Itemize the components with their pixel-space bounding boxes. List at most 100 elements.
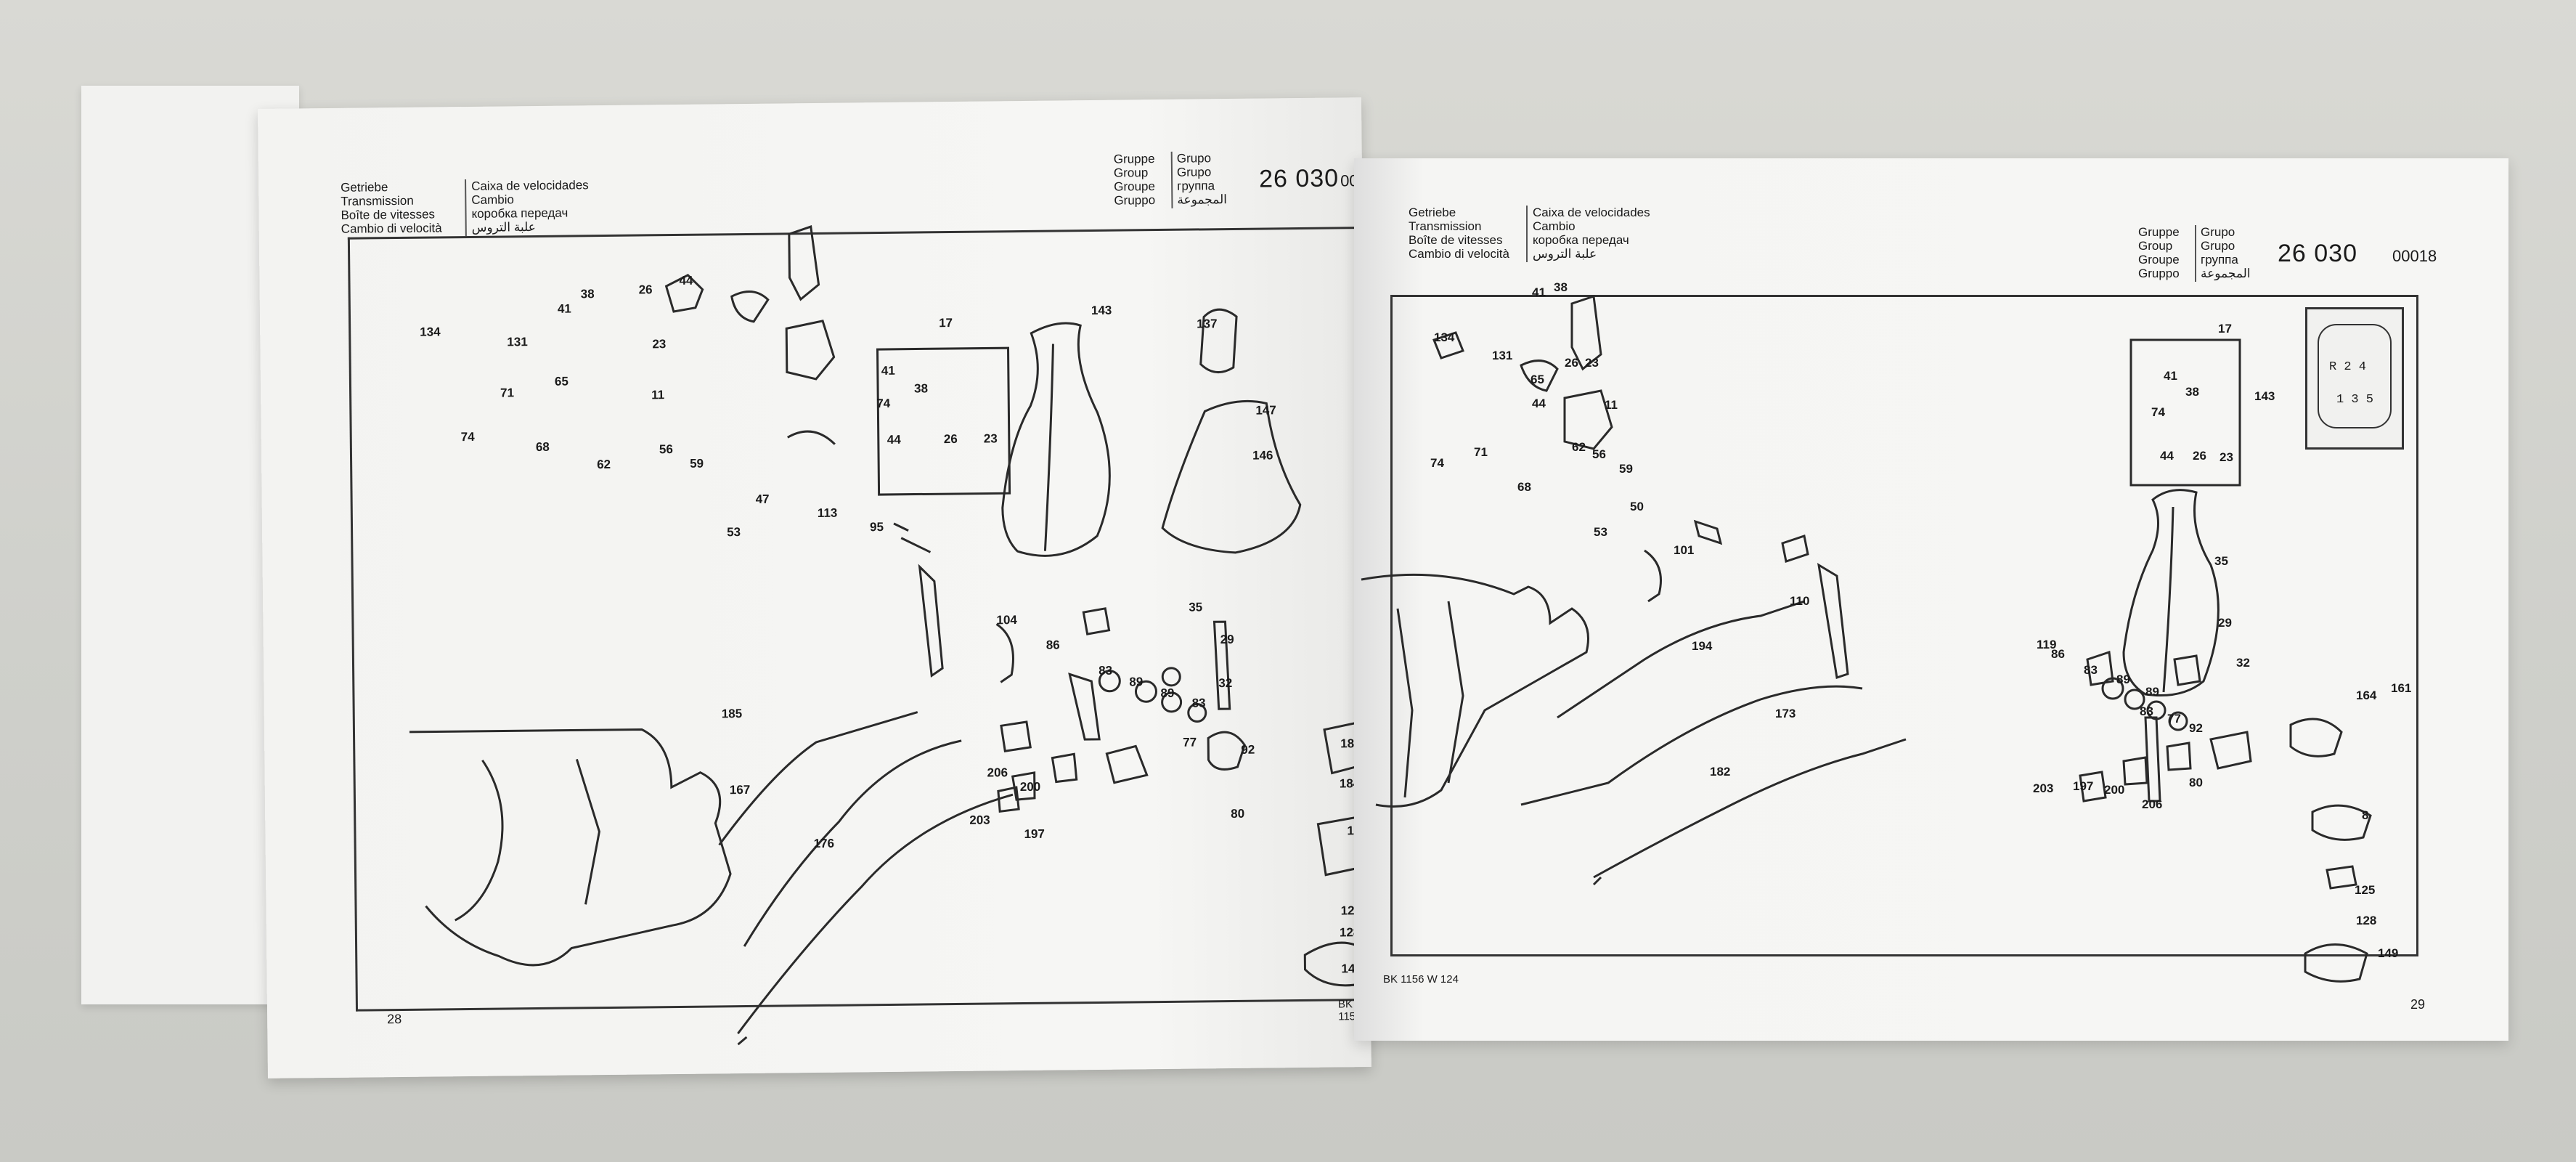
group-text: Grupo xyxy=(2201,239,2235,253)
part-number-label: 128 xyxy=(2356,914,2377,927)
page-number: 29 xyxy=(2410,997,2426,1012)
part-number-label: 38 xyxy=(580,287,595,301)
left-page: Getriebe Transmission Boîte de vitesses … xyxy=(258,97,1376,1078)
part-number-label: 104 xyxy=(996,613,1017,627)
group-text: группа xyxy=(2201,253,2238,267)
part-number-label: 146 xyxy=(1252,448,1273,463)
group-text: Gruppo xyxy=(2138,267,2180,280)
right-header-languages-2: Caixa de velocidades Cambio коробка пере… xyxy=(1533,206,1650,261)
part-number-label: 62 xyxy=(1572,440,1586,454)
part-number-label: 206 xyxy=(2142,797,2163,811)
part-number-label: 47 xyxy=(755,492,770,506)
header-text: Caixa de velocidades xyxy=(1533,206,1650,219)
part-number-label: 23 xyxy=(1585,356,1599,370)
part-number-label: 101 xyxy=(1674,543,1695,557)
part-number-label: 26 xyxy=(1565,356,1578,370)
part-number-label: 56 xyxy=(659,442,673,457)
part-number-label: 119 xyxy=(2037,638,2057,651)
header-text: Cambio xyxy=(1533,219,1576,233)
part-number-label: 71 xyxy=(1474,445,1488,459)
right-group-labels: Gruppe Group Groupe Gruppo xyxy=(2138,225,2180,280)
part-number-label: 83 xyxy=(1099,663,1113,678)
part-number-label: 164 xyxy=(2356,688,2377,702)
part-number-label: 92 xyxy=(2189,721,2203,735)
part-number-label: 80 xyxy=(2189,776,2203,789)
part-number-label: 80 xyxy=(1231,806,1245,821)
part-number-label: 77 xyxy=(1183,735,1197,749)
part-number-label: 44 xyxy=(1532,397,1546,410)
part-number-label: 89 xyxy=(2116,673,2130,686)
header-text: Getriebe xyxy=(1409,206,1456,219)
part-number-label: 113 xyxy=(817,505,838,520)
part-number-label: 50 xyxy=(1630,500,1644,513)
part-number-label: 59 xyxy=(690,456,704,471)
group-text: Gruppe xyxy=(2138,225,2180,239)
part-number-label: 41 xyxy=(881,363,895,378)
shift-pattern-top: R 2 4 xyxy=(2329,360,2367,374)
part-number-label: 143 xyxy=(2254,389,2275,403)
header-divider xyxy=(1526,206,1528,262)
part-number-label: 56 xyxy=(1592,447,1606,461)
part-number-label: 185 xyxy=(721,707,743,721)
part-number-label: 29 xyxy=(1220,632,1234,647)
page-number: 28 xyxy=(387,1011,402,1027)
header-text: Transmission xyxy=(1409,219,1482,233)
part-number-label: 11 xyxy=(1605,398,1618,412)
part-number-label: 89 xyxy=(2145,685,2159,699)
part-number-label: 32 xyxy=(2236,656,2250,670)
part-number-label: 68 xyxy=(535,439,550,455)
part-number-label: 200 xyxy=(1019,779,1041,795)
part-number-label: 23 xyxy=(983,431,998,446)
part-number-label: 74 xyxy=(460,429,475,444)
part-number-label: 26 xyxy=(943,431,958,447)
part-number-label: 200 xyxy=(2104,783,2125,797)
part-number-label: 203 xyxy=(2033,781,2054,795)
part-number-label: 38 xyxy=(1554,280,1568,294)
group-divider xyxy=(2195,225,2196,282)
part-number-label: 17 xyxy=(2218,322,2232,336)
part-number-label: 44 xyxy=(886,432,901,447)
part-number-label: 23 xyxy=(2220,450,2233,464)
part-number-label: 74 xyxy=(876,396,891,411)
part-number-label: 62 xyxy=(597,457,611,472)
part-number-label: 197 xyxy=(2073,779,2094,793)
part-number-label: 182 xyxy=(1710,765,1731,779)
part-number-label: 95 xyxy=(869,520,884,535)
part-number-label: 53 xyxy=(727,525,741,540)
right-header-languages: Getriebe Transmission Boîte de vitesses … xyxy=(1409,206,1509,261)
part-number-label: 89 xyxy=(1129,675,1144,689)
right-page: Getriebe Transmission Boîte de vitesses … xyxy=(1354,158,2508,1041)
shift-gate-outline xyxy=(2318,324,2392,428)
part-number-label: 131 xyxy=(1492,349,1513,362)
part-number-label: 110 xyxy=(1790,594,1810,608)
header-text: علبة التروس xyxy=(1533,247,1597,261)
ref-number: 00018 xyxy=(2392,247,2437,265)
group-text: Group xyxy=(2138,239,2173,253)
part-number-label: 125 xyxy=(2355,883,2376,897)
part-number-label: 65 xyxy=(1530,373,1544,386)
left-exploded-diagram xyxy=(409,225,1368,1046)
part-number-label: 86 xyxy=(2051,647,2065,661)
part-number-label: 8 xyxy=(2362,808,2369,822)
part-number-label: 77 xyxy=(2167,712,2181,726)
part-number-label: 38 xyxy=(2185,385,2199,399)
header-text: Cambio di velocità xyxy=(1409,247,1509,261)
part-number-label: 26 xyxy=(2193,449,2206,463)
part-number-label: 74 xyxy=(2151,405,2165,419)
part-number-label: 83 xyxy=(2140,704,2153,718)
part-number-label: 206 xyxy=(987,765,1008,780)
part-number-label: 68 xyxy=(1517,480,1531,494)
part-number-label: 134 xyxy=(1434,330,1455,344)
shift-pattern-box: R 2 4 1 3 5 xyxy=(2305,307,2404,450)
part-number-label: 53 xyxy=(1594,525,1607,539)
part-number-label: 197 xyxy=(1024,826,1045,842)
part-number-label: 194 xyxy=(1692,639,1713,653)
part-number-label: 137 xyxy=(1197,317,1218,331)
part-number-label: 83 xyxy=(1191,696,1206,710)
part-number-label: 173 xyxy=(1775,707,1796,720)
part-number-label: 74 xyxy=(1430,456,1444,470)
part-number-label: 71 xyxy=(500,386,515,400)
part-number-label: 131 xyxy=(507,335,528,349)
part-number-label: 44 xyxy=(679,273,693,288)
